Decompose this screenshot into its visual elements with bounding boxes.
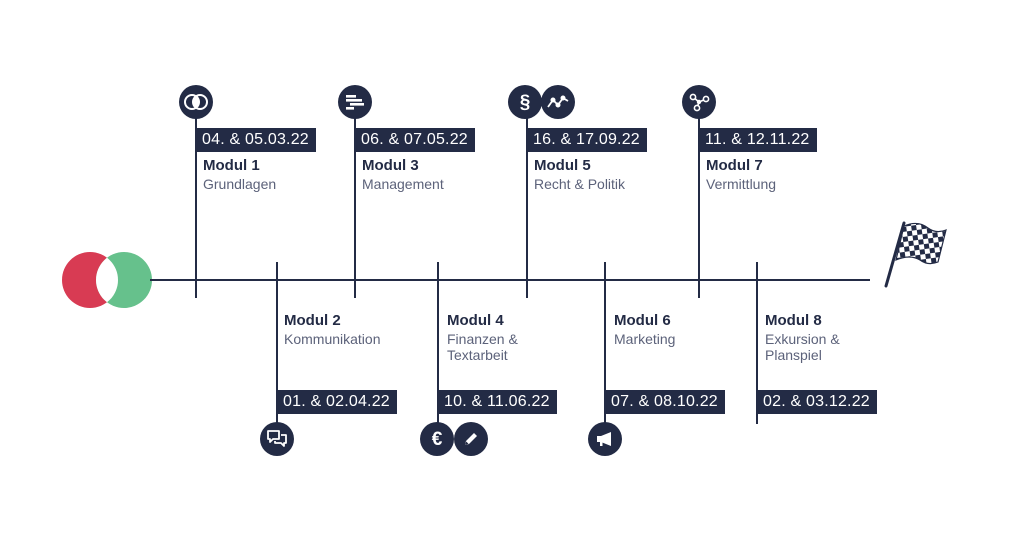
- paragraph-icon: §: [508, 85, 542, 119]
- module-4-tick: [437, 262, 439, 424]
- module-7-subtitle: Vermittlung: [706, 176, 777, 192]
- megaphone-icon: [588, 422, 622, 456]
- paragraph-glyph: §: [519, 91, 531, 113]
- module-6-date: 07. & 08.10.22: [605, 390, 725, 414]
- module-7-tick: [698, 116, 700, 298]
- module-7-title: Modul 7: [706, 157, 763, 174]
- module-2-date: 01. & 02.04.22: [277, 390, 397, 414]
- module-4-subtitle-line-1: Finanzen &: [447, 331, 518, 347]
- pencil-icon: [454, 422, 488, 456]
- venn-icon: [179, 85, 213, 119]
- module-4-title: Modul 4: [447, 312, 504, 329]
- logo-icon: [62, 252, 152, 308]
- module-1-tick: [195, 116, 197, 298]
- module-5-subtitle: Recht & Politik: [534, 176, 626, 192]
- module-1-date: 04. & 05.03.22: [196, 128, 316, 152]
- module-6-tick: [604, 262, 606, 424]
- module-4-date: 10. & 11.06.22: [438, 390, 557, 414]
- gantt-icon: [338, 85, 372, 119]
- module-8-subtitle-line-1: Exkursion &: [765, 331, 840, 347]
- module-2-subtitle: Kommunikation: [284, 331, 381, 347]
- module-3-tick: [354, 116, 356, 298]
- module-5-date: 16. & 17.09.22: [527, 128, 647, 152]
- timeline-axis: [150, 279, 870, 281]
- module-3-title: Modul 3: [362, 157, 419, 174]
- chat-icon: [260, 422, 294, 456]
- module-2-title: Modul 2: [284, 312, 341, 329]
- network-icon: [682, 85, 716, 119]
- euro-glyph: €: [431, 428, 443, 450]
- module-4-subtitle-line-2: Textarbeit: [447, 347, 508, 363]
- module-8-subtitle-line-2: Planspiel: [765, 347, 822, 363]
- finish-flag-icon: [884, 221, 947, 288]
- module-2-tick: [276, 262, 278, 424]
- module-5-tick: [526, 116, 528, 298]
- module-8-date: 02. & 03.12.22: [757, 390, 877, 414]
- module-1-subtitle: Grundlagen: [203, 176, 277, 192]
- module-5-title: Modul 5: [534, 157, 591, 174]
- module-7-date: 11. & 12.11.22: [699, 128, 817, 152]
- module-6-title: Modul 6: [614, 312, 671, 329]
- trend-icon: [541, 85, 575, 119]
- module-8-title: Modul 8: [765, 312, 822, 329]
- module-3-date: 06. & 07.05.22: [355, 128, 475, 152]
- module-1-title: Modul 1: [203, 157, 260, 174]
- module-3-subtitle: Management: [362, 176, 444, 192]
- euro-icon: €: [420, 422, 454, 456]
- module-8-tick: [756, 262, 758, 424]
- module-6-subtitle: Marketing: [614, 331, 676, 347]
